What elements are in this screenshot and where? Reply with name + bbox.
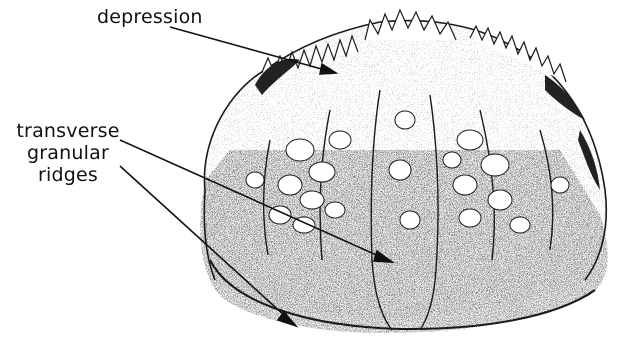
label-ridges-line-3: ridges xyxy=(16,164,120,186)
label-depression: depression xyxy=(97,6,203,28)
label-ridges-line-2: granular xyxy=(16,142,120,164)
label-transverse-granular-ridges: transverse granular ridges xyxy=(16,120,120,186)
label-ridges-line-1: transverse xyxy=(16,120,120,142)
